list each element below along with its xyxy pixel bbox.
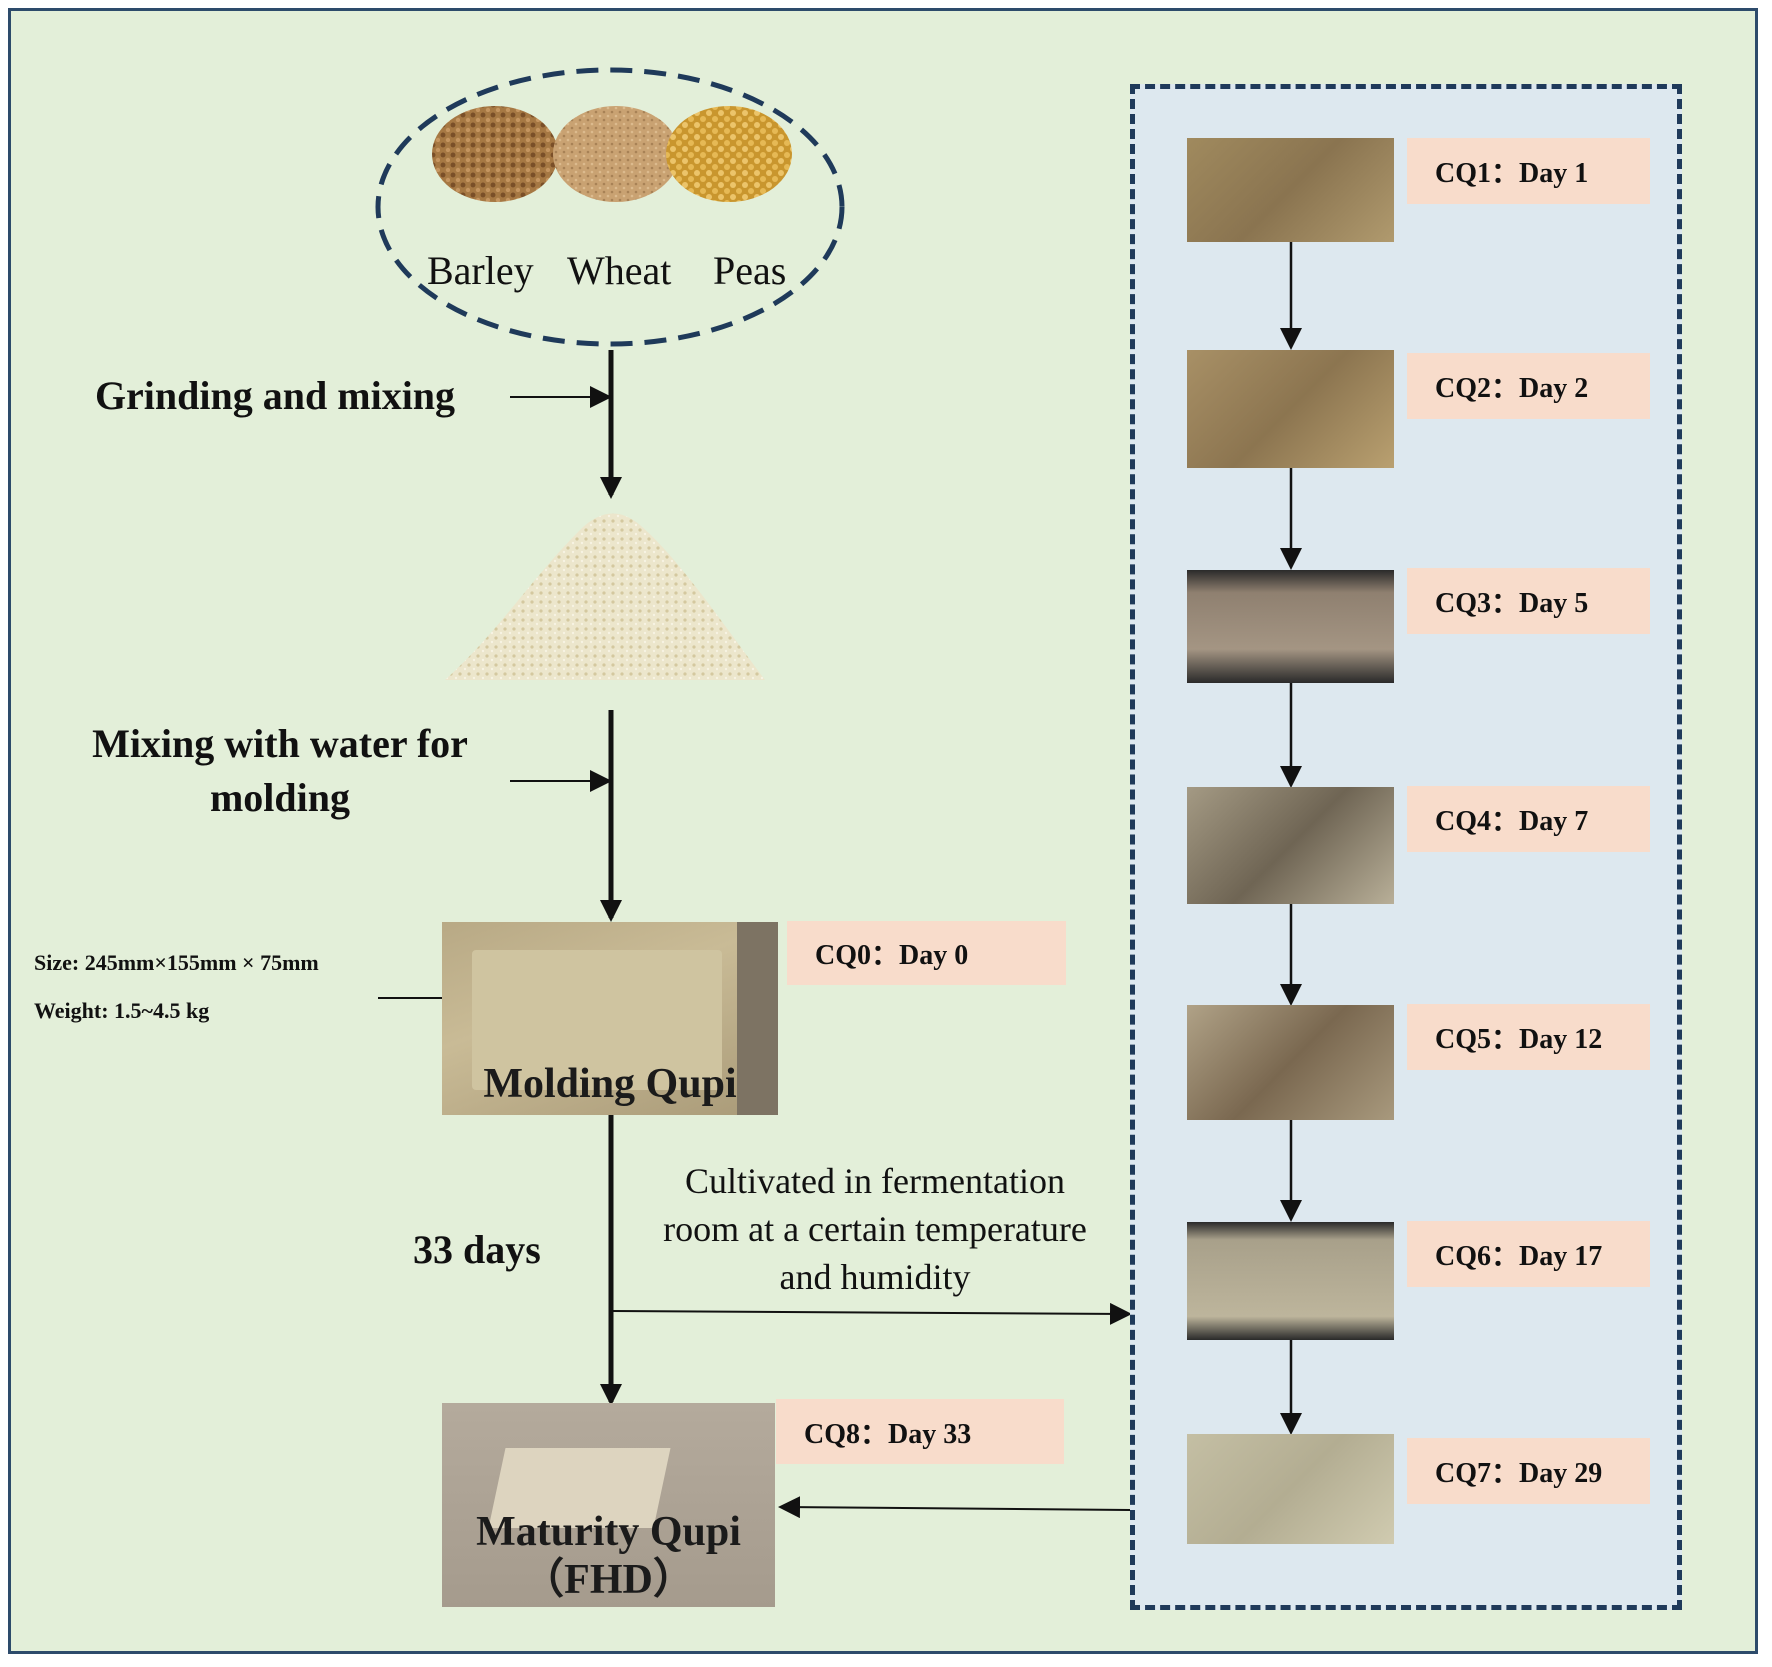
cq7-sample-image bbox=[1187, 1434, 1394, 1544]
grain-group bbox=[375, 67, 845, 347]
arrow-from-fermentation bbox=[778, 1496, 1131, 1519]
cultivation-note-line1: Cultivated in fermentation bbox=[685, 1161, 1065, 1201]
molding-qupi-caption: Molding Qupi bbox=[483, 1061, 737, 1107]
cq3-tag: CQ3：Day 5 bbox=[1407, 568, 1650, 634]
wheat-label: Wheat bbox=[567, 248, 672, 293]
mixing-label-line2: molding bbox=[209, 775, 351, 820]
cq2-tag: CQ2：Day 2 bbox=[1407, 353, 1650, 419]
peas-label: Peas bbox=[713, 248, 787, 293]
cultivation-note-line2: room at a certain temperature bbox=[663, 1209, 1087, 1249]
cultivation-note-line3: and humidity bbox=[779, 1257, 971, 1297]
cq4-tag: CQ4：Day 7 bbox=[1407, 786, 1650, 852]
grain-group-outline bbox=[375, 67, 845, 347]
arrow-to-fermentation bbox=[610, 1302, 1132, 1325]
cq3-sample-image bbox=[1187, 570, 1394, 683]
weight-spec: Weight: 1.5~4.5 kg bbox=[34, 998, 210, 1023]
flour-pile-image bbox=[445, 513, 765, 680]
cq6-tag: CQ6：Day 17 bbox=[1407, 1221, 1650, 1287]
barley-grain-image bbox=[432, 106, 558, 202]
wheat-grain-image bbox=[553, 106, 679, 202]
cq7-tag: CQ7：Day 29 bbox=[1407, 1438, 1650, 1504]
molding-qupi-image: Molding Qupi bbox=[442, 922, 778, 1115]
grinding-label: Grinding and mixing bbox=[94, 373, 456, 418]
cq0-tag: CQ0：Day 0 bbox=[787, 921, 1066, 985]
cq1-tag: CQ1：Day 1 bbox=[1407, 138, 1650, 204]
cq2-sample-image bbox=[1187, 350, 1394, 468]
maturity-caption-line1: Maturity Qupi bbox=[476, 1509, 741, 1555]
mixing-label-line1: Mixing with water for bbox=[92, 721, 468, 766]
cq1-sample-image bbox=[1187, 138, 1394, 242]
cq8-tag: CQ8：Day 33 bbox=[776, 1399, 1064, 1464]
cq6-sample-image bbox=[1187, 1222, 1394, 1340]
cq4-sample-image bbox=[1187, 787, 1394, 904]
cq5-sample-image bbox=[1187, 1005, 1394, 1120]
cq5-tag: CQ5：Day 12 bbox=[1407, 1004, 1650, 1070]
barley-label: Barley bbox=[427, 248, 534, 293]
maturity-caption-line2: （FHD） bbox=[522, 1557, 695, 1603]
peas-grain-image bbox=[666, 106, 792, 202]
maturity-qupi-image: Maturity Qupi （FHD） bbox=[442, 1403, 775, 1607]
days-label: 33 days bbox=[413, 1227, 541, 1272]
size-spec: Size: 245mm×155mm × 75mm bbox=[34, 950, 319, 975]
